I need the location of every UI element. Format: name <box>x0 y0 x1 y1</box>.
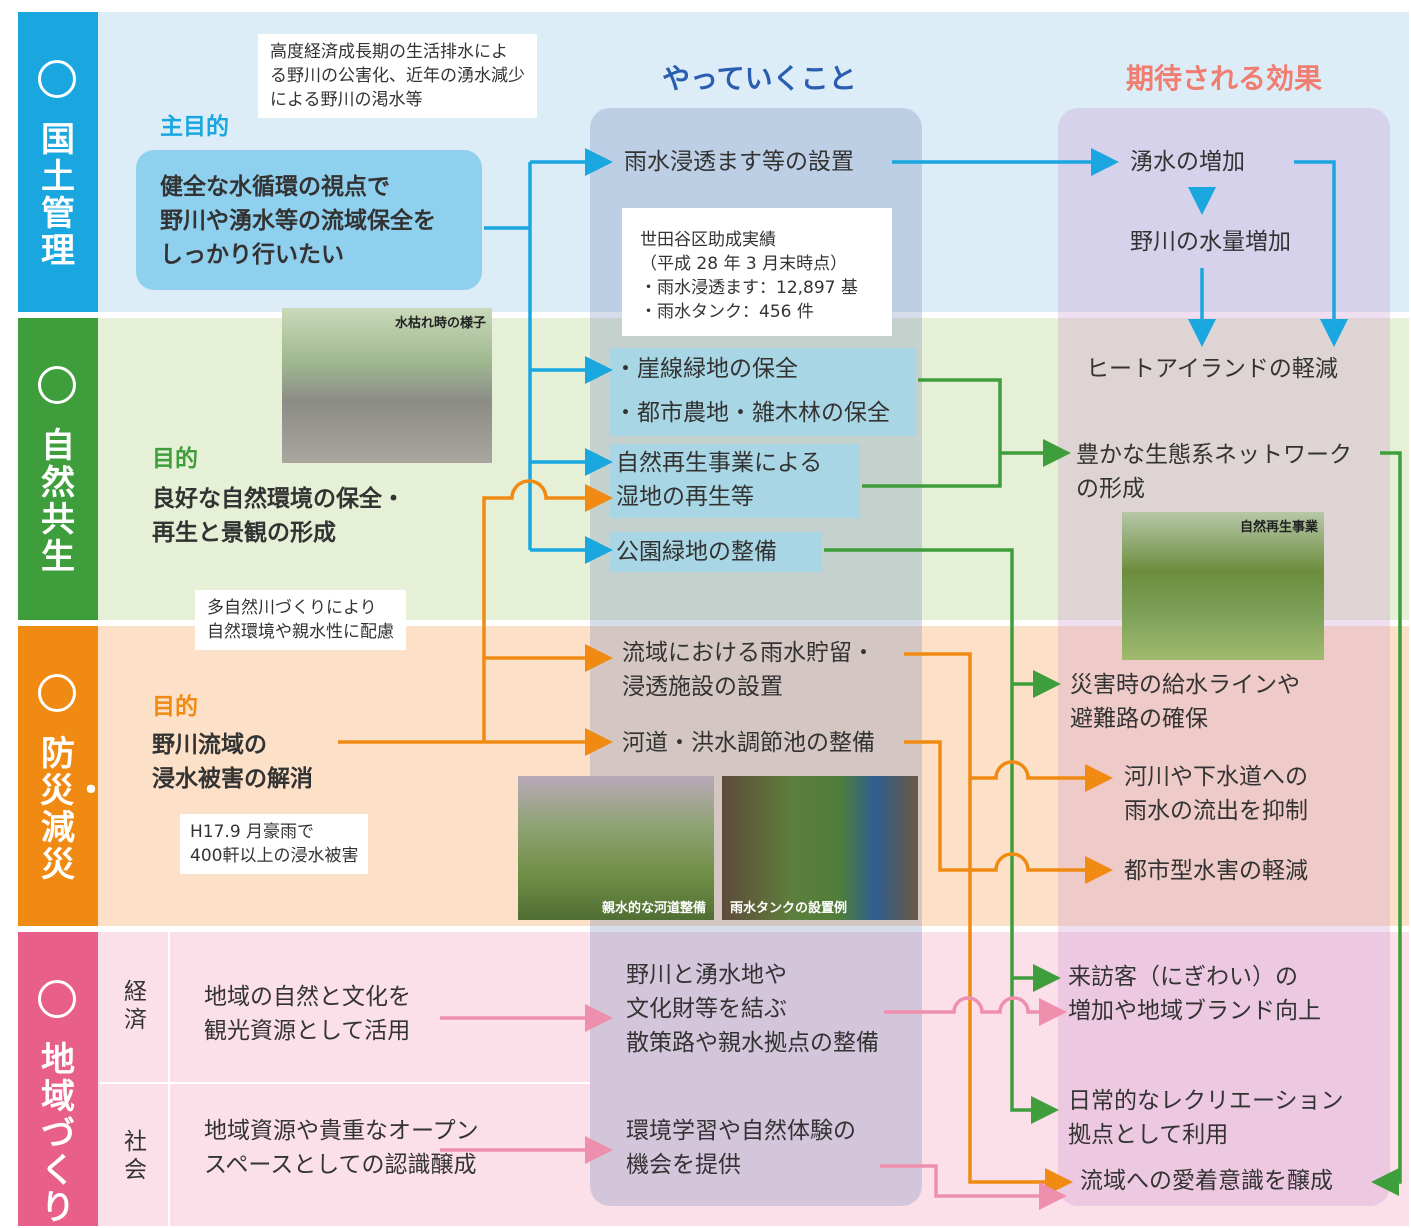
tab-chiiki: 地域づくり <box>18 932 98 1228</box>
society-text: 地域資源や貴重なオープンスペースとしての認識醸成 <box>204 1118 479 1178</box>
house-icon <box>38 674 76 712</box>
action-rain-infiltration: 雨水浸透ます等の設置 <box>624 149 854 175</box>
dry-river-photo: 水枯れ時の様子 <box>282 308 492 463</box>
effect-river-flow: 野川の水量増加 <box>1130 229 1291 255</box>
effect-supply: 災害時の給水ラインや避難路の確保 <box>1070 672 1300 732</box>
effect-spring: 湧水の増加 <box>1130 149 1245 175</box>
kokudo-note: 高度経済成長期の生活排水による野川の公害化、近年の湧水減少による野川の渇水等 <box>258 34 537 118</box>
effect-heat: ヒートアイランドの軽減 <box>1086 356 1338 382</box>
header-effects: 期待される効果 <box>1126 62 1323 95</box>
shizen-purpose: 良好な自然環境の保全・再生と景観の形成 <box>152 486 405 546</box>
tab-shizen-label: 自然共生 <box>41 426 75 577</box>
action-farmland: ・都市農地・雑木林の保全 <box>614 400 890 426</box>
tab-chiiki-label: 地域づくり <box>41 1040 75 1228</box>
economy-text: 地域の自然と文化を観光資源として活用 <box>204 984 411 1044</box>
tab-kokudo-label: 国土管理 <box>41 120 75 271</box>
worker-icon <box>38 60 76 98</box>
effect-eco: 豊かな生態系ネットワークの形成 <box>1076 442 1352 502</box>
action-storage: 流域における雨水貯留・浸透施設の設置 <box>622 640 875 700</box>
economy-label: 経済 <box>124 979 147 1033</box>
family-icon <box>38 980 76 1018</box>
society-label: 社会 <box>124 1129 147 1183</box>
header-doing: やっていくこと <box>662 62 857 95</box>
effect-attachment: 流域への愛着意識を醸成 <box>1080 1168 1333 1194</box>
chiiki-sub-divider <box>168 932 170 1226</box>
river-photo: 親水的な河道整備 <box>518 776 714 920</box>
tab-kokudo: 国土管理 <box>18 12 98 312</box>
rain-tank-photo: 雨水タンクの設置例 <box>722 776 918 920</box>
band-chiiki <box>18 932 1409 1226</box>
subsidy-note: 世田谷区助成実績（平成 28 年 3 月末時点）・雨水浸透ます：12,897 基… <box>622 208 892 336</box>
kokudo-purpose-label: 主目的 <box>160 114 229 140</box>
tab-bousai: 防災・減災 <box>18 626 108 926</box>
tree-icon <box>38 366 76 404</box>
bousai-purpose-label: 目的 <box>152 694 198 720</box>
shizen-purpose-label: 目的 <box>152 446 198 472</box>
conservation-box <box>610 348 916 436</box>
nature-regen-photo: 自然再生事業 <box>1122 512 1324 660</box>
bousai-purpose: 野川流域の浸水被害の解消 <box>152 732 313 792</box>
action-river: 河道・洪水調節池の整備 <box>622 730 875 756</box>
shizen-note: 多自然川づくりにより自然環境や親水性に配慮 <box>195 590 406 650</box>
action-nature-regen: 自然再生事業による湿地の再生等 <box>616 450 823 510</box>
kokudo-purpose: 健全な水循環の視点で野川や湧水等の流域保全をしっかり行いたい <box>160 174 436 268</box>
action-cliff-green: ・崖線緑地の保全 <box>614 356 798 382</box>
action-education: 環境学習や自然体験の機会を提供 <box>626 1118 856 1178</box>
action-park: 公園緑地の整備 <box>616 539 777 565</box>
effect-visitors: 来訪客（にぎわい）の増加や地域ブランド向上 <box>1068 964 1321 1024</box>
effect-runoff: 河川や下水道への雨水の流出を抑制 <box>1124 764 1308 824</box>
effect-recreation: 日常的なレクリエーション拠点として利用 <box>1068 1088 1344 1148</box>
action-walkway: 野川と湧水地や文化財等を結ぶ散策路や親水拠点の整備 <box>626 962 879 1056</box>
park-box <box>610 532 822 572</box>
effect-urban-flood: 都市型水害の軽減 <box>1124 858 1308 884</box>
chiiki-inner-divider <box>100 1082 590 1084</box>
tab-shizen: 自然共生 <box>18 318 98 620</box>
kokudo-purpose-box <box>136 150 482 290</box>
nature-regen-box <box>610 444 860 518</box>
